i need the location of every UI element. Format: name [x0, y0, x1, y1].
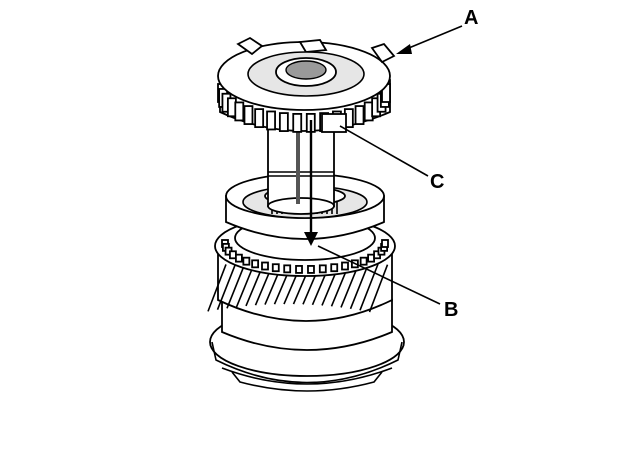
clutch-tooth	[341, 261, 349, 271]
clutch-tooth	[242, 256, 251, 266]
clutch-tooth	[359, 256, 368, 266]
ring-tooth	[292, 112, 303, 133]
helical-tooth	[368, 264, 389, 313]
clutch-teeth-ring	[221, 239, 389, 274]
clutch-tooth	[330, 263, 339, 273]
ring-tooth	[234, 101, 245, 122]
label-a: A	[464, 7, 478, 29]
clutch-tooth	[381, 239, 389, 248]
clutch-tooth	[318, 264, 327, 274]
clutch-tooth	[261, 261, 269, 271]
ring-tooth	[266, 110, 276, 131]
ring-tooth	[243, 105, 254, 125]
alignment-arrow	[304, 120, 318, 246]
clutch-tooth	[271, 263, 280, 273]
synchro-ring	[217, 36, 396, 133]
leader-a	[396, 25, 463, 54]
clutch-tooth	[307, 265, 315, 274]
clutch-tooth	[295, 265, 303, 274]
clutch-tooth	[283, 264, 292, 274]
ring-tooth	[278, 112, 289, 132]
label-b: B	[444, 299, 458, 321]
label-c: C	[430, 171, 444, 193]
helical-tooth	[207, 264, 227, 312]
leader-c	[339, 125, 429, 177]
helical-tooth	[226, 263, 246, 309]
clutch-tooth	[235, 253, 243, 263]
ring-tooth	[254, 108, 265, 129]
ring-tooth	[354, 105, 365, 125]
leader-b	[317, 245, 441, 305]
helical-tooth	[349, 263, 370, 310]
lower-gear-base	[209, 298, 405, 392]
helical-tooth	[216, 263, 237, 311]
clutch-tooth	[251, 259, 260, 269]
helical-tooth	[359, 263, 379, 311]
